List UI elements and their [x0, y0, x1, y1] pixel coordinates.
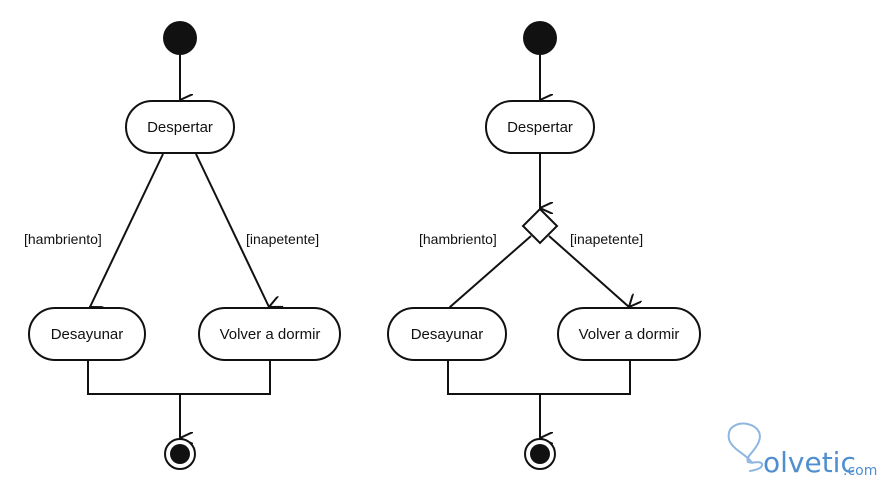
guard-hambriento: [hambriento] — [419, 231, 497, 247]
solvetic-watermark: olvetic .com — [727, 422, 877, 479]
flow-decision-to-volver — [548, 235, 629, 307]
action-despertar-label: Despertar — [507, 119, 573, 136]
merge-connector — [447, 361, 631, 395]
action-desayunar — [28, 307, 146, 361]
diagram-left: Despertar [hambriento] [inapetente] Desa… — [24, 21, 341, 470]
final-node — [524, 438, 556, 470]
action-volver-a-dormir — [557, 307, 701, 361]
action-desayunar — [387, 307, 507, 361]
watermark-brand: olvetic — [763, 446, 856, 479]
flow-despertar-to-desayunar — [90, 153, 164, 307]
flow-despertar-to-volver — [195, 153, 269, 307]
guard-inapetente: [inapetente] — [246, 231, 319, 247]
initial-node — [163, 21, 197, 55]
guard-inapetente: [inapetente] — [570, 231, 643, 247]
action-despertar — [125, 100, 235, 154]
final-node — [164, 438, 196, 470]
guard-hambriento: [hambriento] — [24, 231, 102, 247]
action-volver-a-dormir-label: Volver a dormir — [220, 326, 321, 343]
decision-node — [521, 207, 559, 245]
action-volver-a-dormir — [198, 307, 341, 361]
diagram-right: Despertar [hambriento] [inapetente] Desa… — [387, 21, 701, 470]
lightbulb-s-icon — [727, 422, 764, 472]
action-desayunar-label: Desayunar — [51, 326, 124, 343]
action-desayunar-label: Desayunar — [411, 326, 484, 343]
action-volver-a-dormir-label: Volver a dormir — [579, 326, 680, 343]
action-despertar — [485, 100, 595, 154]
flow-decision-to-desayunar — [450, 235, 532, 307]
initial-node — [523, 21, 557, 55]
watermark-suffix: .com — [843, 463, 877, 479]
action-despertar-label: Despertar — [147, 119, 213, 136]
merge-connector — [87, 361, 271, 395]
